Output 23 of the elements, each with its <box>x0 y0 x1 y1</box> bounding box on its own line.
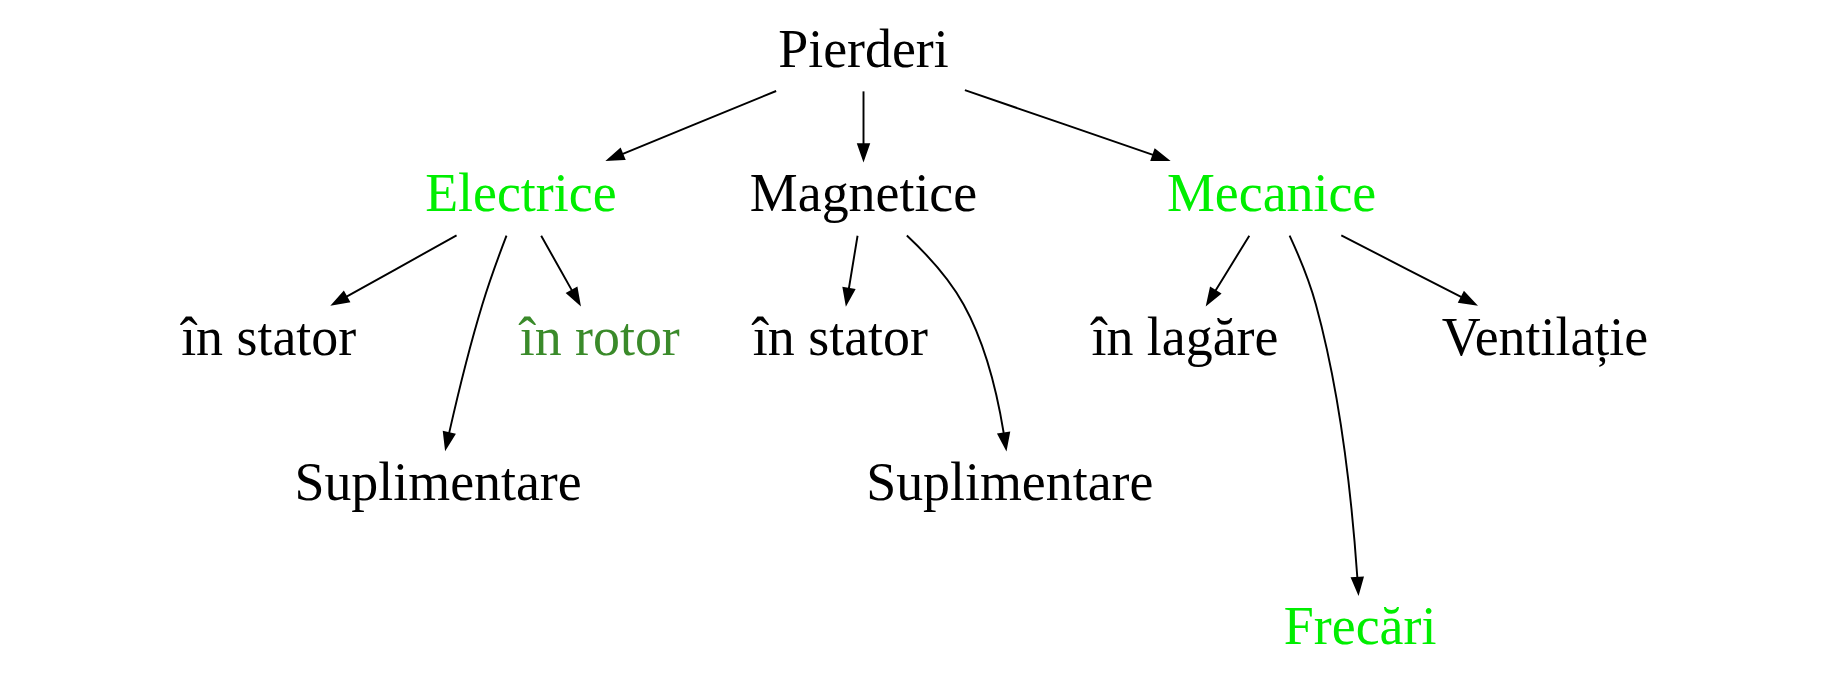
node-text: Frecări <box>1283 596 1436 657</box>
arrow <box>905 234 1010 452</box>
node-text: în stator <box>180 307 356 368</box>
arrow <box>442 234 507 452</box>
arrow <box>329 234 458 306</box>
node-text: în stator <box>752 307 928 368</box>
arrow <box>1205 234 1250 307</box>
node-text: Suplimentare <box>293 451 582 512</box>
node-text: Suplimentare <box>865 451 1153 512</box>
node-text: în rotor <box>519 307 680 368</box>
node-text: Pierderi <box>777 18 949 79</box>
arrow <box>856 90 870 163</box>
node-text: Mecanice <box>1166 162 1376 223</box>
arrow <box>1339 234 1478 306</box>
arrow <box>1288 234 1364 597</box>
arrow <box>604 90 777 162</box>
arrow <box>841 234 858 307</box>
node-text: Ventilație <box>1441 307 1648 368</box>
arrow <box>963 89 1171 162</box>
node-text: Electrice <box>424 162 617 223</box>
node-text: în lagăre <box>1090 307 1278 368</box>
node-text: Magnetice <box>749 162 977 223</box>
arrow <box>539 234 581 307</box>
